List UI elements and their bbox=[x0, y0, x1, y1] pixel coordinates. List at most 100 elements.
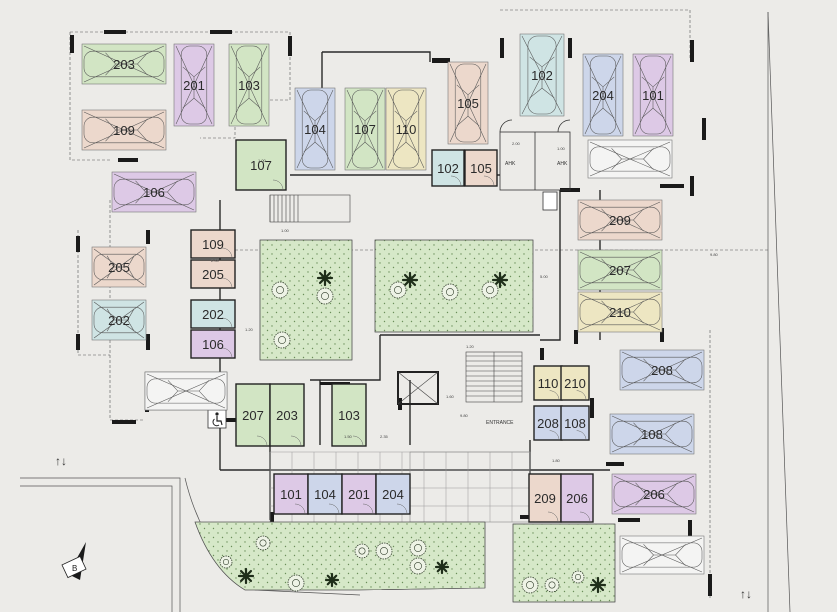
tree-icon bbox=[409, 539, 427, 557]
car-icon bbox=[93, 248, 145, 286]
car-icon bbox=[346, 89, 384, 169]
car-icon bbox=[387, 89, 425, 169]
tree-icon bbox=[434, 559, 450, 575]
parking-spot-104: 104 bbox=[294, 87, 336, 171]
parking-spot-label: 110 bbox=[396, 122, 417, 137]
accessible-parking-icon bbox=[207, 409, 227, 429]
storage-room-208: 208 bbox=[533, 405, 563, 441]
car-icon bbox=[83, 45, 165, 83]
dim-label: 5.00 bbox=[540, 274, 549, 279]
parking-spot-label: 102 bbox=[531, 68, 553, 83]
storage-room-label: 201 bbox=[348, 487, 370, 502]
tree-icon bbox=[237, 567, 255, 585]
parking-spot-203: 203 bbox=[81, 43, 167, 85]
dim-label: 9.80 bbox=[460, 413, 469, 418]
tree-icon bbox=[441, 283, 459, 301]
storage-room-204: 204 bbox=[375, 473, 411, 515]
tree-icon bbox=[389, 281, 407, 299]
parking-spot-105: 105 bbox=[447, 61, 489, 145]
storage-room-label: 208 bbox=[537, 416, 559, 431]
parking-spot-label: 201 bbox=[183, 78, 205, 93]
tree-icon bbox=[219, 555, 233, 569]
car-icon bbox=[589, 141, 671, 177]
parking-spot-204: 204 bbox=[582, 53, 624, 137]
tree-icon bbox=[571, 570, 585, 584]
storage-room-207: 207 bbox=[235, 383, 271, 447]
lift-shaft bbox=[397, 371, 439, 405]
car-icon bbox=[113, 173, 195, 211]
tree-icon bbox=[316, 269, 334, 287]
storage-room-110: 110 bbox=[533, 365, 563, 401]
parking-spot-101: 101 bbox=[632, 53, 674, 137]
trees bbox=[219, 269, 607, 594]
storage-room-label: 105 bbox=[470, 161, 492, 176]
parking-spot-label: 101 bbox=[642, 88, 664, 103]
car-icon bbox=[613, 475, 695, 513]
parking-spot-label: 206 bbox=[643, 487, 665, 502]
storage-room-label: 101 bbox=[280, 487, 302, 502]
car-icon bbox=[521, 35, 563, 115]
storage-room-107: 107 bbox=[235, 139, 287, 191]
parking-spot-label: 107 bbox=[354, 122, 376, 137]
dim-label: 1.80 bbox=[552, 458, 561, 463]
storage-room-108: 108 bbox=[560, 405, 590, 441]
tree-icon bbox=[354, 543, 370, 559]
dim-label: 1.50 bbox=[344, 434, 353, 439]
car-icon bbox=[230, 45, 268, 125]
car-icon bbox=[634, 55, 672, 135]
dim-label: 9.80 bbox=[710, 252, 719, 257]
traffic-arrows-right: ↑↓ bbox=[740, 587, 752, 601]
parking-spot-102: 102 bbox=[519, 33, 565, 117]
tree-icon bbox=[316, 287, 334, 305]
storage-room-209: 209 bbox=[528, 473, 562, 523]
storage-room-label: 205 bbox=[202, 267, 224, 282]
storage-room-104: 104 bbox=[307, 473, 343, 515]
storage-room-103: 103 bbox=[331, 383, 367, 447]
parking-spot-201: 201 bbox=[173, 43, 215, 127]
parking-spot-label: 210 bbox=[609, 305, 631, 320]
parking-spot-label: 208 bbox=[651, 363, 673, 378]
parking-spot-202: 202 bbox=[91, 299, 147, 341]
parking-spot-label: 109 bbox=[113, 123, 135, 138]
north-arrow-label: B bbox=[72, 564, 77, 573]
parking-spot-205: 205 bbox=[91, 246, 147, 288]
tree-icon bbox=[544, 577, 560, 593]
dim-label: 1.00 bbox=[281, 228, 290, 233]
parking-spot-label: 204 bbox=[592, 88, 614, 103]
tree-icon bbox=[521, 576, 539, 594]
parking-spot-label: 104 bbox=[304, 122, 326, 137]
storage-room-label: 109 bbox=[202, 237, 224, 252]
dim-label: 2.00 bbox=[512, 141, 521, 146]
tree-icon bbox=[375, 542, 393, 560]
dim-label: 1.60 bbox=[446, 394, 455, 399]
car-icon bbox=[296, 89, 334, 169]
dim-label: 2.00 bbox=[211, 258, 220, 263]
car-icon bbox=[146, 373, 226, 409]
storage-room-label: 102 bbox=[437, 161, 459, 176]
storage-room-label: 210 bbox=[564, 376, 586, 391]
storage-room-102: 102 bbox=[431, 149, 465, 187]
storage-room-201: 201 bbox=[341, 473, 377, 515]
storage-room-label: 103 bbox=[338, 408, 360, 423]
storage-room-label: 107 bbox=[250, 158, 272, 173]
parking-spot-210: 210 bbox=[577, 291, 663, 333]
parking-spot-109: 109 bbox=[81, 109, 167, 151]
car-icon bbox=[621, 537, 703, 573]
dim-label: 1.00 bbox=[258, 158, 267, 163]
parking-spot-110: 110 bbox=[385, 87, 427, 171]
parking-spot-label: 205 bbox=[108, 260, 130, 275]
storage-room-205: 205 bbox=[190, 259, 236, 289]
storage-room-206: 206 bbox=[560, 473, 594, 523]
storage-room-label: 203 bbox=[276, 408, 298, 423]
traffic-arrows-left: ↑↓ bbox=[55, 454, 67, 468]
storage-room-label: 104 bbox=[314, 487, 336, 502]
parking-spot-103: 103 bbox=[228, 43, 270, 127]
storage-room-label: 108 bbox=[564, 416, 586, 431]
car-icon bbox=[579, 251, 661, 289]
car-icon bbox=[611, 415, 693, 453]
storage-room-label: 204 bbox=[382, 487, 404, 502]
parking-spot-label: 103 bbox=[238, 78, 260, 93]
car-icon bbox=[579, 201, 661, 239]
